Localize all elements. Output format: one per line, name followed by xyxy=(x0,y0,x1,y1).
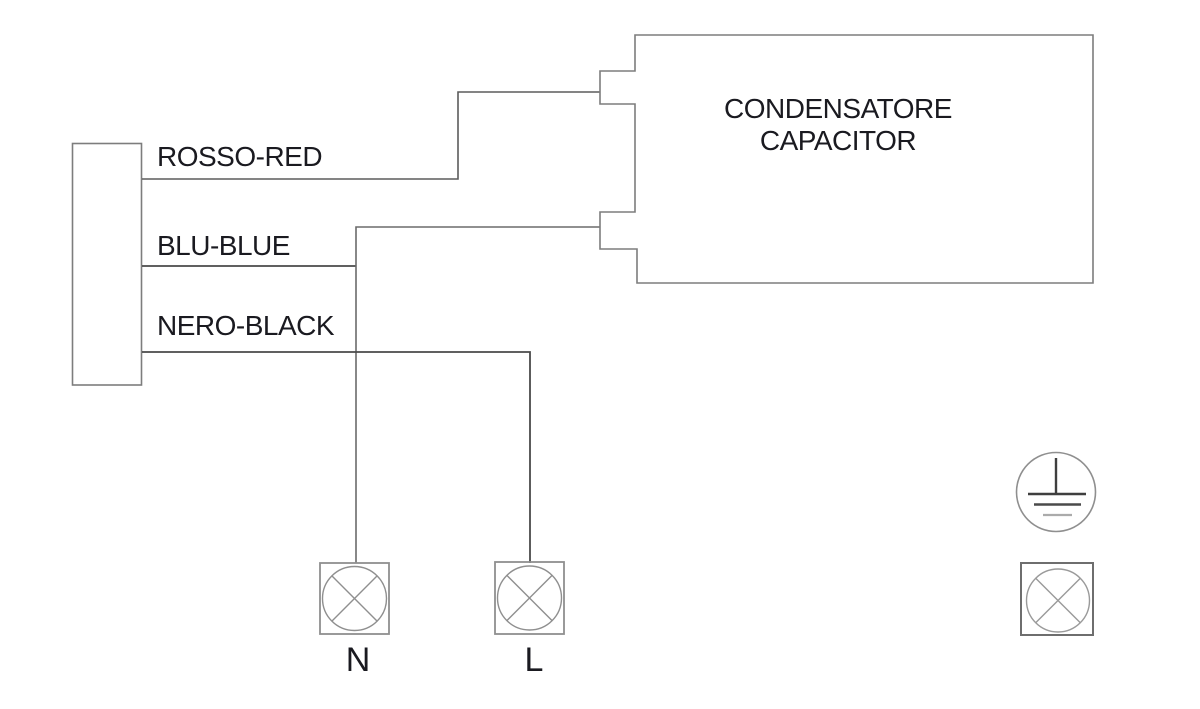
protective-earth-icon xyxy=(1015,451,1097,533)
connector-block xyxy=(71,142,143,386)
capacitor-label: CONDENSATORE CAPACITOR xyxy=(724,93,952,157)
terminal-n-symbol xyxy=(319,562,390,635)
capacitor-label-line2: CAPACITOR xyxy=(759,125,917,156)
wire-red xyxy=(142,91,600,180)
lamp-terminal-icon xyxy=(1020,562,1094,636)
capacitor-outline xyxy=(599,34,1094,284)
terminal-l-label: L xyxy=(524,641,544,679)
wire-black xyxy=(142,351,531,563)
wire-label-red: ROSSO-RED xyxy=(157,141,323,172)
capacitor-label-line1: CONDENSATORE xyxy=(724,93,952,124)
terminal-l-symbol xyxy=(494,561,565,635)
wire-blue-branch xyxy=(355,226,600,563)
terminal-n-label: N xyxy=(345,641,371,679)
wire-label-blue: BLU-BLUE xyxy=(157,230,290,261)
wire-label-black: NERO-BLACK xyxy=(157,310,335,341)
